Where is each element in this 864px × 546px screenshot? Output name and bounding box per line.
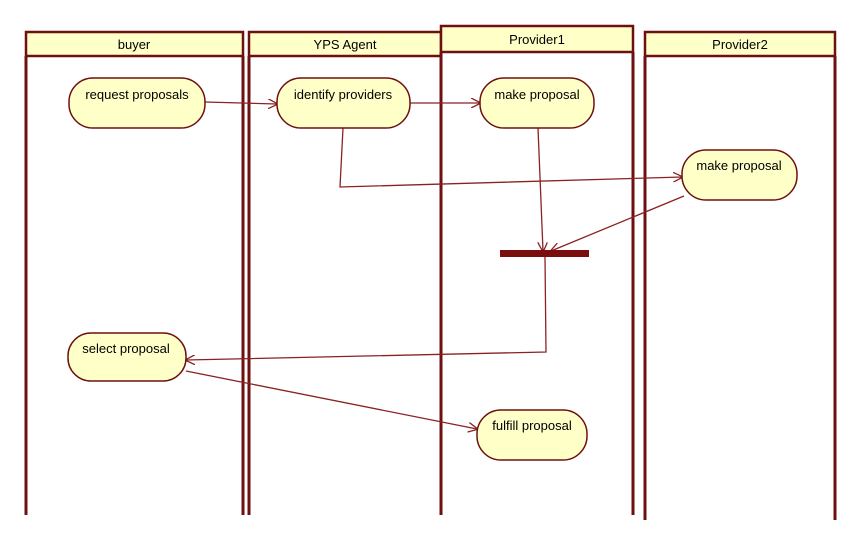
lane-header-provider2 [643, 30, 837, 58]
edge-p1-to-sync-bar [537, 127, 543, 251]
edge-sync-to-select [186, 256, 547, 360]
activity-label: fulfill proposal [492, 418, 572, 433]
activity-shape[interactable] [476, 409, 588, 461]
activity-shape[interactable] [67, 332, 187, 382]
lane-title-provider2: Provider2 [712, 37, 768, 52]
activity-label: make proposal [494, 87, 579, 102]
activity-make-proposal-provider2[interactable]: make proposal [681, 149, 798, 201]
activity-shape[interactable] [681, 149, 798, 201]
sync-bar [500, 250, 589, 257]
lane-yps-agent: YPS Agent [247, 30, 443, 515]
activity-select-proposal[interactable]: select proposal [67, 332, 187, 382]
lane-header-provider1 [439, 24, 635, 54]
activity-shape[interactable] [276, 77, 411, 129]
lane-title-provider1: Provider1 [509, 32, 565, 47]
activity-label: select proposal [82, 341, 170, 356]
activity-fulfill-proposal[interactable]: fulfill proposal [476, 409, 588, 461]
activity-label: request proposals [85, 87, 189, 102]
edge-identify-to-make-proposal-p2 [339, 127, 682, 188]
activity-label: identify providers [294, 87, 393, 102]
edge-request-to-identify [204, 102, 277, 104]
activity-label: make proposal [696, 158, 781, 173]
edge-p2-to-sync-bar [551, 195, 685, 251]
lane-header-yps-agent [247, 30, 443, 58]
activity-shape[interactable] [479, 77, 595, 129]
edge-select-to-fulfill [185, 370, 477, 429]
lane-header-buyer [24, 30, 245, 58]
edges [185, 102, 685, 429]
lane-provider1: Provider1 [439, 24, 635, 515]
activity-identify-providers[interactable]: identify providers [276, 77, 411, 129]
lane-buyer: buyer [24, 30, 245, 515]
activity-shape[interactable] [68, 77, 206, 129]
lane-provider2: Provider2 [643, 30, 837, 520]
activity-request-proposals[interactable]: request proposals [68, 77, 206, 129]
lane-title-yps-agent: YPS Agent [314, 37, 377, 52]
activity-make-proposal-provider1[interactable]: make proposal [479, 77, 595, 129]
lane-title-buyer: buyer [118, 37, 151, 52]
